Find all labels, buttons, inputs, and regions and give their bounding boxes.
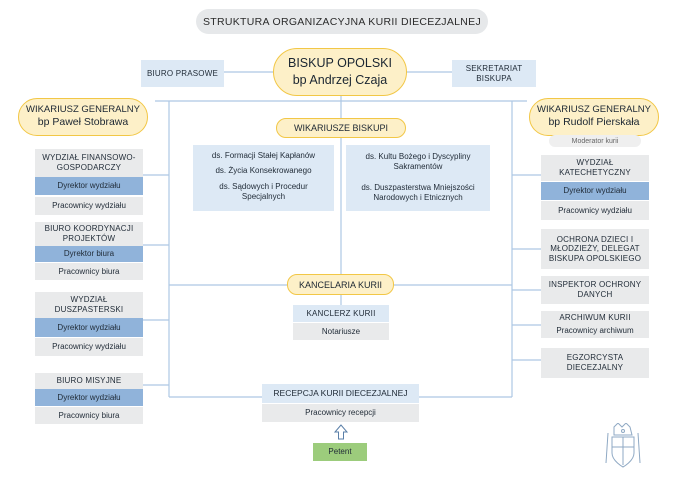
box-wikariusz-generalny-left: WIKARIUSZ GENERALNY bp Paweł Stobrawa [18, 98, 148, 136]
box-biuro-prasowe: BIURO PRASOWE [141, 60, 224, 87]
box-recepcja-kurii: RECEPCJA KURII DIECEZJALNEJ [262, 384, 419, 403]
box-inspektor-ochrony-danych: INSPEKTOR OCHRONY DANYCH [541, 276, 649, 304]
wikariusz-mniejszosci: ds. Duszpasterstwa Mniejszości Narodowyc… [361, 183, 475, 202]
box-kanclerz-kurii: KANCLERZ KURII [293, 305, 389, 322]
unit-staff: Pracownicy biura [35, 407, 143, 424]
box-ochrona-dzieci: OCHRONA DZIECI I MŁODZIEŻY, DELEGAT BISK… [541, 229, 649, 269]
unit-head: Dyrektor biura [35, 246, 143, 262]
unit-name: WYDZIAŁ KATECHETYCZNY [541, 155, 649, 181]
unit-staff: Pracownicy archiwum [541, 324, 649, 338]
moderator-kurii-label: Moderator kurii [549, 135, 641, 147]
unit-head: Dyrektor wydziału [35, 389, 143, 406]
wikariusz-right-name: bp Rudolf Pierskała [548, 116, 640, 129]
wikariusz-right-role: WIKARIUSZ GENERALNY [536, 104, 652, 115]
unit-head: Dyrektor wydziału [35, 318, 143, 337]
box-wikariusze-biskupi-left: ds. Formacji Stałej Kapłanów ds. Życia K… [193, 145, 334, 211]
unit-name: ARCHIWUM KURII [541, 311, 649, 324]
biskup-name: bp Andrzej Czaja [292, 73, 388, 87]
unit-name: WYDZIAŁ FINANSOWO-GOSPODARCZY [35, 149, 143, 177]
unit-staff: Pracownicy wydziału [35, 197, 143, 215]
unit-head: Dyrektor wydziału [35, 177, 143, 195]
unit-staff: Pracownicy biura [35, 263, 143, 280]
unit-name: BIURO KOORDYNACJI PROJEKTÓW [35, 222, 143, 246]
wikariusz-kultu-bozego: ds. Kultu Bożego i Dyscypliny Sakramentó… [365, 152, 471, 171]
box-wikariusz-generalny-right: WIKARIUSZ GENERALNY bp Rudolf Pierskała [529, 98, 659, 136]
wikariusz-zycia-konsekrowanego: ds. Życia Konsekrowanego [215, 166, 312, 176]
wikariusz-left-name: bp Paweł Stobrawa [37, 116, 129, 129]
box-wikariusze-biskupi-right: ds. Kultu Bożego i Dyscypliny Sakramentó… [346, 145, 490, 211]
biskup-title: BISKUP OPOLSKI [288, 56, 392, 71]
chart-title: STRUKTURA ORGANIZACYJNA KURII DIECEZJALN… [196, 9, 488, 34]
box-petent: Petent [313, 443, 367, 461]
wikariusz-left-role: WIKARIUSZ GENERALNY [25, 104, 141, 115]
wikariusz-formacji: ds. Formacji Stałej Kapłanów [211, 151, 316, 161]
box-pracownicy-recepcji: Pracownicy recepcji [262, 404, 419, 422]
coat-of-arms-icon [605, 423, 641, 468]
box-notariusze: Notariusze [293, 323, 389, 340]
up-arrow-icon [333, 424, 349, 440]
unit-name: WYDZIAŁ DUSZPASTERSKI [35, 292, 143, 318]
box-wikariusze-biskupi: WIKARIUSZE BISKUPI [276, 118, 406, 138]
box-kancelaria-kurii: KANCELARIA KURII [287, 274, 394, 295]
wikariusz-sadowych: ds. Sądowych i Procedur Specjalnych [219, 182, 308, 201]
box-biskup-opolski: BISKUP OPOLSKI bp Andrzej Czaja [273, 48, 407, 96]
box-egzorcysta: EGZORCYSTA DIECEZJALNY [541, 348, 649, 378]
unit-staff: Pracownicy wydziału [541, 201, 649, 220]
unit-head: Dyrektor wydziału [541, 182, 649, 200]
unit-name: BIURO MISYJNE [35, 373, 143, 389]
unit-staff: Pracownicy wydziału [35, 338, 143, 356]
box-sekretariat-biskupa: SEKRETARIAT BISKUPA [452, 60, 536, 87]
